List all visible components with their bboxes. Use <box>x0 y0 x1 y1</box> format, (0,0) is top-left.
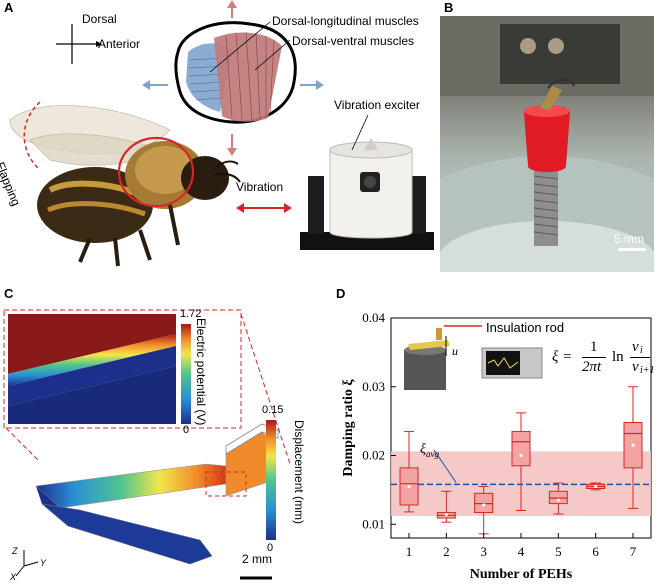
panel-c-scale-label: 2 mm <box>242 552 272 566</box>
x-tick-label: 7 <box>630 544 637 559</box>
potential-inset <box>8 314 176 424</box>
ep-min-label: 0 <box>183 424 190 436</box>
displacement-colorbar <box>266 420 276 540</box>
dorsal-ventral-label: Dorsal-ventral muscles <box>292 34 415 48</box>
y-axis-label: Damping ratio ξ <box>341 379 356 477</box>
y-tick-label: 0.01 <box>362 516 385 531</box>
panel-label-b: B <box>444 0 454 15</box>
box-mean-point <box>407 484 411 489</box>
bee-illustration <box>9 101 241 267</box>
formula-lhs: ξ = <box>552 349 573 365</box>
panel-label-a: A <box>4 0 14 15</box>
disp-axis-label: Displacement (mm) <box>292 420 306 525</box>
disp-min-label: 0 <box>267 542 274 554</box>
panel-b-photo <box>440 16 654 272</box>
box-body <box>548 490 568 505</box>
vibration-label: Vibration <box>236 180 284 194</box>
xi-avg-pointer <box>433 449 457 483</box>
box-mean-point <box>482 503 486 507</box>
panel-c-figure <box>3 309 291 580</box>
x-tick-label: 4 <box>518 544 525 559</box>
box-mean-point <box>519 453 523 458</box>
box-mean-point <box>444 513 448 517</box>
axis-y-label: Y <box>40 558 47 568</box>
axes-triad-icon <box>15 550 39 577</box>
orientation-cross-icon <box>56 24 102 64</box>
x-tick-label: 6 <box>592 544 599 559</box>
axis-z-label: Z <box>12 546 18 556</box>
x-tick-label: 2 <box>443 544 450 559</box>
panel-b-scale-bar <box>618 248 646 251</box>
box-mean-point <box>594 484 598 489</box>
vibration-exciter-label: Vibration exciter <box>334 98 420 112</box>
thorax-muscle-diagram <box>142 0 324 156</box>
y-tick-label: 0.03 <box>362 379 385 394</box>
formula-ln: ln <box>612 349 624 365</box>
panel-a-figure <box>9 0 434 267</box>
x-tick-label: 5 <box>555 544 562 559</box>
inset-u-label: u <box>452 344 458 358</box>
panel-b-scale-label: 5 mm <box>614 232 644 246</box>
x-axis-label: Number of PEHs <box>470 567 573 582</box>
test-rig-illustration <box>440 16 654 272</box>
insulation-rod-label: Insulation rod <box>486 320 565 335</box>
disp-max-label: 0.15 <box>262 404 284 416</box>
formula-frac-num: 1 <box>590 339 598 355</box>
potential-colorbar <box>181 324 191 424</box>
xi-avg-label: ξavg <box>420 442 439 459</box>
beam-model <box>35 423 279 565</box>
ep-max-label: 1.72 <box>180 308 202 320</box>
box-mean-point <box>556 498 560 502</box>
vibration-exciter-illustration <box>300 114 434 250</box>
y-tick-label: 0.02 <box>362 448 385 463</box>
formula-den-sub: i+1 <box>640 365 655 376</box>
dorsal-label: Dorsal <box>82 12 117 26</box>
anterior-label: Anterior <box>98 37 141 51</box>
panel-label-d: D <box>336 286 346 301</box>
formula-num: v <box>632 339 639 355</box>
formula-num-sub: i <box>640 345 643 356</box>
x-tick-label: 1 <box>406 544 413 559</box>
dorsal-longitudinal-label: Dorsal-longitudinal muscles <box>272 14 419 28</box>
box-body <box>511 430 531 467</box>
formula-den: v <box>632 359 639 375</box>
vibration-arrow-icon <box>236 203 292 213</box>
panel-label-c: C <box>4 286 14 301</box>
y-tick-label: 0.04 <box>362 310 385 325</box>
box-body <box>474 492 494 514</box>
ep-axis-label: Electric potential (V) <box>194 318 208 426</box>
axis-x-label: X <box>10 572 17 582</box>
inset-sketch <box>404 328 543 390</box>
x-tick-label: 3 <box>480 544 487 559</box>
box-mean-point <box>631 443 635 447</box>
formula-frac-den: 2πt <box>582 359 602 375</box>
